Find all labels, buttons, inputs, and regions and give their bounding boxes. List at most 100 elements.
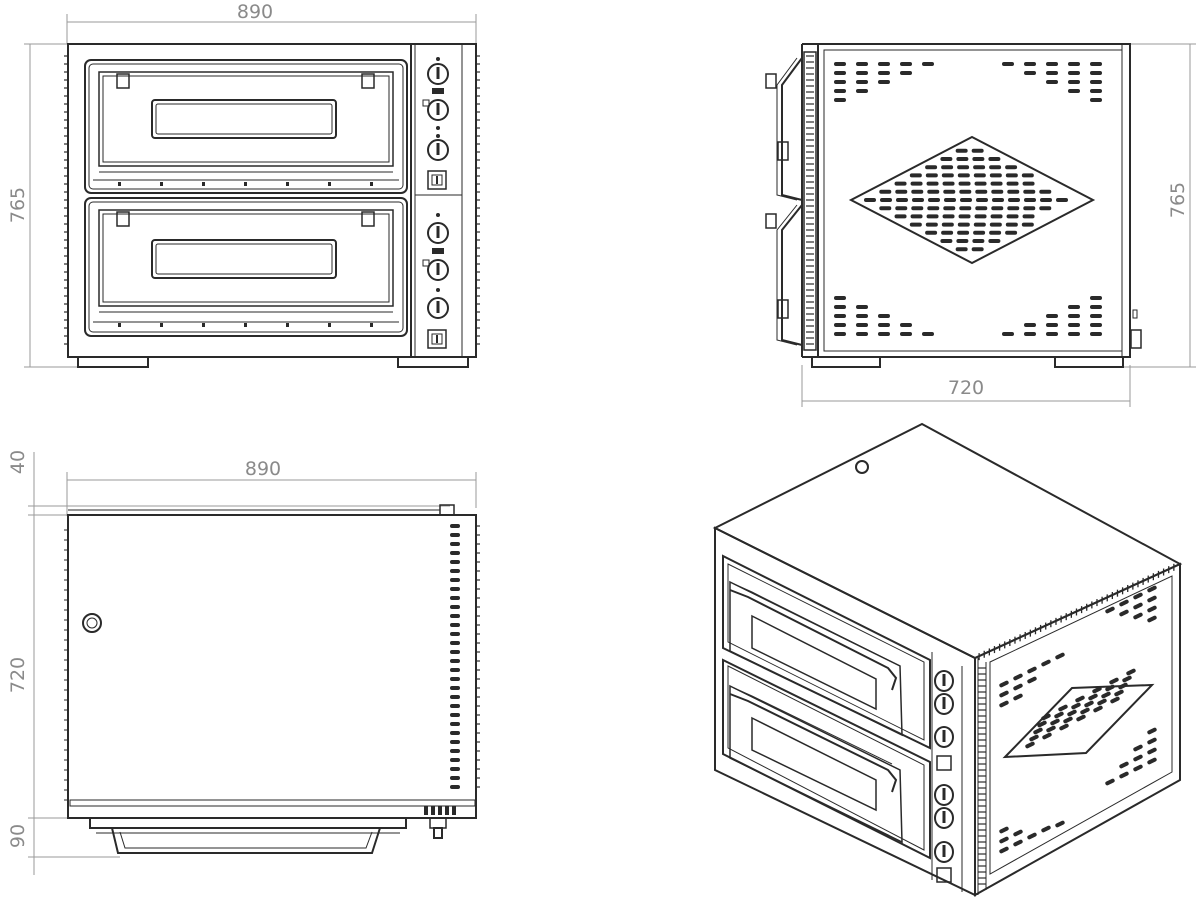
vent-slot [900, 62, 912, 66]
upper-thermostat-knob [422, 88, 450, 130]
vent-slot [971, 247, 984, 252]
vent-slot [990, 181, 1003, 186]
vent-slot [1046, 80, 1058, 84]
vent-slot [941, 173, 954, 178]
vent-slot [879, 206, 892, 211]
side-depth-dimension: 720 [801, 365, 1131, 407]
lower-switch [427, 329, 447, 349]
vent-slot [990, 214, 1003, 219]
vent-slot [450, 668, 460, 672]
vent-slot [942, 181, 955, 186]
vent-slot [973, 173, 986, 178]
vent-slot [834, 323, 846, 327]
iso-knob-4 [934, 784, 954, 806]
vent-slot [1040, 659, 1052, 667]
vent-slot [431, 806, 435, 815]
vent-slot [1090, 71, 1102, 75]
vent-slot [856, 71, 868, 75]
vent-slot [450, 740, 460, 744]
vent-slot [998, 846, 1010, 854]
vent-slot [900, 71, 912, 75]
upper-switch [427, 170, 447, 190]
vent-slot [1006, 214, 1019, 219]
vent-slot [1075, 714, 1087, 722]
vent-slot [1057, 704, 1069, 712]
upper-top-knob [426, 57, 450, 86]
vent-slot [1118, 761, 1130, 769]
vent-slot [1117, 682, 1129, 690]
vent-slot [974, 181, 987, 186]
vent-slot [1132, 744, 1144, 752]
vent-slot [925, 230, 938, 235]
vent-slot [926, 181, 939, 186]
vent-slot [1036, 720, 1048, 728]
vent-slot [450, 551, 460, 555]
vent-slot [834, 80, 846, 84]
vent-slot [450, 596, 460, 600]
vent-slot [956, 239, 969, 243]
vent-slot [1005, 173, 1018, 178]
top-door-handles [89, 817, 407, 854]
vent-slot [878, 323, 890, 327]
front-foot-right [397, 356, 469, 368]
vent-slot [942, 214, 955, 219]
vent-slot [878, 71, 890, 75]
vent-slot [1024, 741, 1036, 749]
iso-switch-2 [936, 867, 952, 883]
vent-slot [1012, 839, 1024, 847]
vent-slot [424, 806, 428, 815]
vent-slot [1012, 829, 1024, 837]
door-marker [244, 182, 247, 186]
vent-slot [1024, 198, 1036, 202]
vent-slot [1053, 711, 1065, 719]
vent-slot [1068, 332, 1080, 336]
vent-slot [450, 767, 460, 771]
vent-slot [1056, 198, 1068, 202]
side-door-profile-lower [765, 204, 803, 346]
vent-slot [941, 222, 954, 227]
vent-slot [878, 314, 890, 318]
vent-slot [1023, 206, 1036, 211]
vent-slot [1068, 323, 1080, 327]
vent-slot [878, 62, 890, 66]
vent-slot [1026, 832, 1038, 840]
vent-slot [941, 165, 954, 170]
vent-slot [834, 98, 846, 102]
vent-slot [972, 239, 985, 243]
vent-slot [927, 206, 940, 211]
vent-slot [1132, 764, 1144, 772]
iso-knob-1 [934, 670, 954, 692]
upper-bottom-knob [426, 134, 450, 162]
vent-slot [856, 323, 868, 327]
vent-slot [922, 62, 934, 66]
vent-slot [1024, 332, 1036, 336]
vent-slot [1068, 62, 1080, 66]
vent-slot [450, 542, 460, 546]
vent-slot [991, 189, 1004, 194]
vent-slot [856, 80, 868, 84]
vent-slot [1026, 666, 1038, 674]
vent-slot [450, 785, 460, 789]
vent-slot [450, 587, 460, 591]
door-marker [328, 323, 331, 327]
iso-top-face [712, 422, 1183, 660]
vent-slot [1100, 691, 1112, 699]
vent-slot [1024, 71, 1036, 75]
vent-slot [1125, 668, 1137, 676]
vent-slot [450, 713, 460, 717]
side-foot-rear [1054, 356, 1124, 368]
side-vent-strip [803, 51, 817, 351]
vent-slot [989, 230, 1002, 235]
iso-control-panel [931, 652, 963, 892]
vent-slot [922, 332, 934, 336]
vent-slot [900, 323, 912, 327]
iso-knob-2 [934, 693, 954, 715]
vent-slot [1146, 605, 1158, 613]
lower-bottom-knob [426, 296, 450, 320]
vent-slot [450, 569, 460, 573]
vent-slot [925, 165, 938, 170]
side-rear-connector [1130, 329, 1142, 349]
vent-slot [1118, 771, 1130, 779]
vent-slot [450, 776, 460, 780]
vent-slot [1092, 705, 1104, 713]
